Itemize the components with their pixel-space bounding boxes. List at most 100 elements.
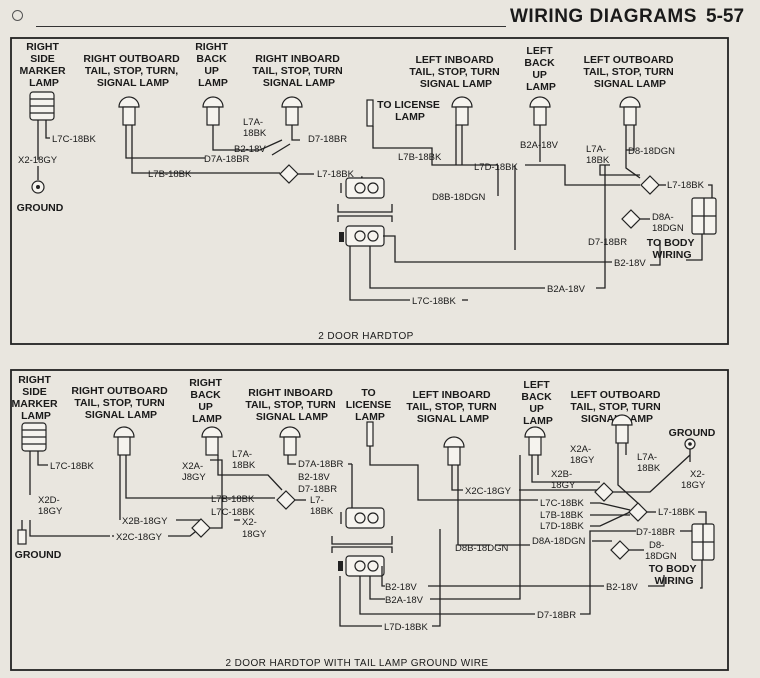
wire-d7a: D7A-18BR bbox=[204, 154, 250, 165]
wire-l7c: L7C-18BK bbox=[52, 134, 96, 145]
diagram-2-door-hardtop-ground-wire: RIGHT SIDE MARKER LAMP RIGHT OUTBOARD TA… bbox=[10, 369, 729, 671]
wire-d7-right: D7-18BR bbox=[636, 527, 675, 538]
label-right-outboard-lamp: RIGHT OUTBOARD TAIL, STOP, TURN, SIGNAL … bbox=[83, 53, 182, 89]
label-right-inboard-lamp: RIGHT INBOARD TAIL, STOP, TURN SIGNAL LA… bbox=[245, 387, 338, 423]
wire-x2: X2-18GY bbox=[18, 155, 58, 166]
wire-x2c-left: X2C-18GY bbox=[465, 486, 512, 497]
wire-d8a: D8A-18DGN bbox=[532, 536, 585, 547]
body-wiring-connector-icon bbox=[691, 197, 717, 235]
wire-b2: B2-18V bbox=[234, 144, 266, 155]
left-outboard-lamp-icon bbox=[611, 414, 633, 444]
label-right-side-marker: RIGHT SIDE MARKER LAMP bbox=[11, 374, 60, 422]
wire-l7b-left: L7B-18BK bbox=[398, 152, 442, 163]
license-lamp-connector-icon bbox=[366, 99, 374, 127]
wire-d8b: D8B-18DGN bbox=[455, 543, 508, 554]
left-backup-lamp-icon bbox=[529, 96, 551, 126]
wire-d8: D8-18DGN bbox=[628, 146, 675, 157]
label-right-side-marker: RIGHT SIDE MARKER LAMP bbox=[19, 41, 68, 89]
label-left-backup-lamp: LEFT BACK UP LAMP bbox=[524, 45, 557, 93]
splice-diamond-icon bbox=[276, 490, 296, 510]
label-license-lamp: TO LICENSE LAMP bbox=[346, 387, 394, 423]
wire-b2: B2-18V bbox=[298, 472, 330, 483]
label-license-lamp: TO LICENSE LAMP bbox=[377, 99, 443, 123]
wire-l7b: L7B-18BK bbox=[211, 494, 255, 505]
wire-d8b: D8B-18DGN bbox=[432, 192, 485, 203]
side-marker-lamp-icon bbox=[21, 422, 47, 452]
wire-l7c-bottom: L7C-18BK bbox=[412, 296, 456, 307]
wire-d8: D8- 18DGN bbox=[645, 540, 677, 562]
label-ground-left: GROUND bbox=[15, 549, 62, 561]
splice-diamond-icon bbox=[640, 175, 660, 195]
label-left-outboard-lamp: LEFT OUTBOARD TAIL, STOP, TURN SIGNAL LA… bbox=[583, 54, 676, 90]
wire-b2-bottom: B2-18V bbox=[614, 258, 646, 269]
wire-l7: L7- 18BK bbox=[310, 495, 334, 517]
label-left-backup-lamp: LEFT BACK UP LAMP bbox=[521, 379, 554, 427]
wire-x2b-left: X2B- 18GY bbox=[551, 469, 576, 491]
label-right-backup-lamp: RIGHT BACK UP LAMP bbox=[195, 41, 231, 89]
wire-b2a-bottom: B2A-18V bbox=[547, 284, 586, 295]
wire-l7c-2: L7C-18BK bbox=[211, 507, 255, 518]
wire-l7a-left: L7A- 18BK bbox=[637, 452, 661, 474]
diagram-2-door-hardtop: RIGHT SIDE MARKER LAMP RIGHT OUTBOARD TA… bbox=[10, 37, 729, 345]
splice-diamond-icon bbox=[621, 209, 641, 229]
wire-d7-bottom: D7-18BR bbox=[537, 610, 576, 621]
left-outboard-lamp-icon bbox=[619, 96, 641, 126]
wire-l7c: L7C-18BK bbox=[50, 461, 94, 472]
right-inboard-lamp-icon bbox=[281, 96, 303, 126]
right-outboard-lamp-icon bbox=[113, 426, 135, 456]
page-title: WIRING DIAGRAMS bbox=[510, 6, 697, 27]
ground-terminal-icon bbox=[17, 529, 27, 545]
wire-l7-left: L7-18BK bbox=[658, 507, 696, 518]
wire-l7a-left: L7A- 18BK bbox=[586, 144, 610, 166]
label-left-outboard-lamp: LEFT OUTBOARD TAIL, STOP, TURN SIGNAL LA… bbox=[570, 389, 663, 425]
label-right-backup-lamp: RIGHT BACK UP LAMP bbox=[189, 377, 225, 425]
wire-x2a: X2A- J8GY bbox=[182, 461, 206, 483]
wire-l7b: L7B-18BK bbox=[148, 169, 192, 180]
wire-l7d-left: L7D-18BK bbox=[540, 521, 584, 532]
left-backup-lamp-icon bbox=[524, 426, 546, 456]
right-backup-lamp-icon bbox=[201, 426, 223, 456]
harness-connector-icon bbox=[337, 177, 393, 247]
label-left-inboard-lamp: LEFT INBOARD TAIL, STOP, TURN SIGNAL LAM… bbox=[406, 389, 499, 425]
page-number: 5-57 bbox=[706, 6, 745, 27]
right-outboard-lamp-icon bbox=[118, 96, 140, 126]
splice-diamond-icon bbox=[191, 518, 211, 538]
right-inboard-lamp-icon bbox=[279, 426, 301, 456]
diagram-frame bbox=[10, 37, 729, 345]
license-lamp-connector-icon bbox=[366, 421, 374, 447]
side-marker-lamp-icon bbox=[29, 91, 55, 160]
left-inboard-lamp-icon bbox=[451, 96, 473, 126]
wire-d7a: D7A-18BR bbox=[298, 459, 344, 470]
wire-d7: D7-18BR bbox=[308, 134, 347, 145]
label-ground: GROUND bbox=[17, 202, 64, 214]
diagram-caption: 2 DOOR HARDTOP bbox=[318, 331, 413, 342]
wire-x2-right: X2- 18GY bbox=[681, 469, 707, 491]
wire-l7c-left: L7C-18BK bbox=[540, 498, 584, 509]
wire-l7: L7-18BK bbox=[317, 169, 355, 180]
wire-l7-left: L7-18BK bbox=[667, 180, 705, 191]
label-left-inboard-lamp: LEFT INBOARD TAIL, STOP, TURN SIGNAL LAM… bbox=[409, 54, 502, 90]
label-body-wiring: TO BODY WIRING bbox=[647, 237, 697, 261]
body-wiring-connector-icon bbox=[691, 523, 715, 561]
wire-d7b: D7-18BR bbox=[298, 484, 337, 495]
wire-b2-bottom: B2-18V bbox=[385, 582, 417, 593]
splice-diamond-icon bbox=[594, 482, 614, 502]
wire-l7d-bottom: L7D-18BK bbox=[384, 622, 428, 633]
wire-l7d: L7D-18BK bbox=[474, 162, 518, 173]
wire-l7a: L7A- 18BK bbox=[232, 449, 256, 471]
binder-hole-icon bbox=[12, 10, 23, 21]
label-body-wiring: TO BODY WIRING bbox=[649, 563, 699, 587]
right-backup-lamp-icon bbox=[202, 96, 224, 126]
header-rule bbox=[36, 26, 506, 27]
splice-diamond-icon bbox=[628, 502, 648, 522]
harness-connector-icon bbox=[331, 507, 393, 577]
page-header: WIRING DIAGRAMS 5-57 bbox=[0, 0, 760, 36]
wire-b2-right: B2-18V bbox=[606, 582, 638, 593]
splice-diamond-icon bbox=[610, 540, 630, 560]
label-right-inboard-lamp: RIGHT INBOARD TAIL, STOP, TURN SIGNAL LA… bbox=[252, 53, 345, 89]
diagram-caption: 2 DOOR HARDTOP WITH TAIL LAMP GROUND WIR… bbox=[226, 658, 489, 669]
wire-b2a-bottom: B2A-18V bbox=[385, 595, 424, 606]
wire-l7a: L7A- 18BK bbox=[243, 117, 267, 139]
wire-x2a-left: X2A- 18GY bbox=[570, 444, 595, 466]
wire-l7b-left: L7B-18BK bbox=[540, 510, 584, 521]
